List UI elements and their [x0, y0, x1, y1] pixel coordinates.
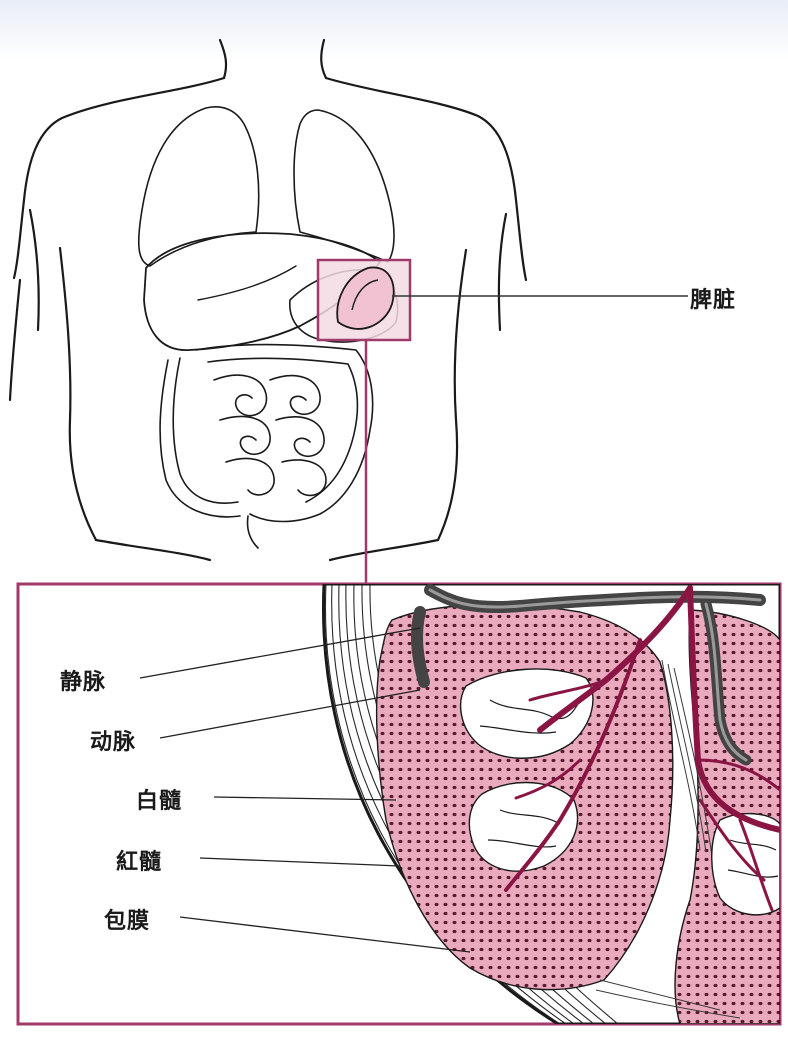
red-pulp-label: 紅髓 [116, 844, 162, 876]
intestines [160, 345, 373, 548]
torso-right-side [438, 250, 466, 540]
organ-label: 脾脏 [690, 282, 736, 314]
spleen-highlight [318, 260, 688, 584]
vein-label: 静脉 [60, 664, 106, 696]
artery-label: 动脉 [90, 724, 136, 756]
neck-outline [220, 40, 226, 78]
spleen-cross-section-inset [18, 584, 780, 1024]
left-lung [139, 107, 259, 266]
right-lung [294, 110, 394, 262]
left-shoulder-outline [14, 78, 224, 278]
white-pulp-label: 白髓 [136, 783, 182, 815]
capsule-label: 包膜 [104, 903, 150, 935]
torso-illustration [10, 40, 526, 560]
torso-left-side [60, 248, 96, 540]
